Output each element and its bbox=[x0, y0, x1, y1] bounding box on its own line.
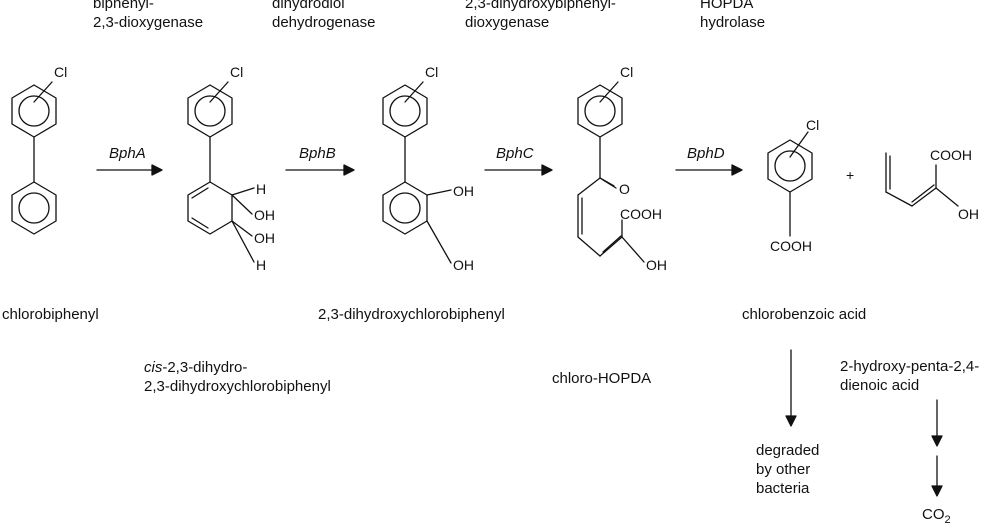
gene-bphb: BphB bbox=[299, 145, 336, 162]
fate-co2-text: CO bbox=[922, 506, 945, 523]
atom-oh-4: OH bbox=[646, 257, 667, 273]
compound-name-chlorobenzoic-acid: chlorobenzoic acid bbox=[742, 306, 867, 323]
atom-oh-3b: OH bbox=[453, 257, 474, 273]
compound-name-chlorobiphenyl: chlorobiphenyl bbox=[2, 306, 99, 323]
atom-cl-2: Cl bbox=[230, 64, 244, 80]
gene-bphd: BphD bbox=[687, 145, 725, 162]
reaction-arrows bbox=[96, 164, 743, 176]
compound-name-dihydrodiol: cis-2,3-dihydro- 2,3-dihydroxychlorobiph… bbox=[144, 358, 331, 396]
enzyme-1-line1: biphenyl- bbox=[93, 0, 154, 12]
fate-co2: CO2 bbox=[922, 505, 951, 530]
enzyme-1-line2: 2,3-dioxygenase bbox=[93, 14, 204, 31]
compound-name-dihydroxy: 2,3-dihydroxychlorobiphenyl bbox=[318, 306, 505, 323]
atom-cl-1: Cl bbox=[54, 64, 68, 80]
atom-h-2a: H bbox=[256, 181, 267, 197]
enzyme-3: 2,3-dihydroxybiphenyl- dioxygenase bbox=[465, 0, 616, 32]
enzyme-3-line1: 2,3-dihydroxybiphenyl- bbox=[465, 0, 616, 12]
compound-name-dihydrodiol-line1: -2,3-dihydro- bbox=[162, 359, 248, 376]
fate-degraded-line2: by other bbox=[756, 461, 811, 478]
atom-cooh-5: COOH bbox=[770, 238, 812, 254]
structure-dihydroxy bbox=[382, 81, 452, 264]
structure-dienoic-acid bbox=[885, 152, 959, 207]
compound-name-hopda: chloro-HOPDA bbox=[552, 370, 652, 387]
compound-name-dienoic-acid-line2: dienoic acid bbox=[840, 377, 920, 394]
atom-o-4: O bbox=[619, 181, 630, 197]
gene-bphc: BphC bbox=[496, 145, 534, 162]
compound-name-dihydrodiol-line2: 2,3-dihydroxychlorobiphenyl bbox=[144, 378, 331, 395]
enzyme-3-line2: dioxygenase bbox=[465, 14, 550, 31]
enzyme-4: HOPDA hydrolase bbox=[700, 0, 765, 32]
structure-chlorobenzoic-acid bbox=[767, 131, 813, 237]
atom-oh-2a: OH bbox=[254, 207, 275, 223]
atom-h-2b: H bbox=[256, 257, 267, 273]
fate-co2-subscript: 2 bbox=[944, 514, 951, 526]
fate-degraded: degraded by other bacteria bbox=[756, 441, 819, 498]
enzyme-1: biphenyl- 2,3-dioxygenase bbox=[93, 0, 203, 32]
fate-degraded-line1: degraded bbox=[756, 442, 820, 459]
gene-bpha: BphA bbox=[109, 145, 146, 162]
atom-oh-3a: OH bbox=[453, 183, 474, 199]
structure-dihydrodiol bbox=[187, 81, 255, 263]
enzyme-2-line2: dehydrogenase bbox=[272, 14, 376, 31]
compound-name-dienoic-acid: 2-hydroxy-penta-2,4- dienoic acid bbox=[840, 357, 979, 395]
atom-cl-5: Cl bbox=[806, 117, 820, 133]
atom-cl-3: Cl bbox=[425, 64, 439, 80]
enzyme-4-line2: hydrolase bbox=[700, 14, 766, 31]
enzyme-2-line1: dihydrodiol bbox=[272, 0, 345, 12]
atom-cooh-6: COOH bbox=[930, 147, 972, 163]
structure-chlorobiphenyl bbox=[11, 81, 57, 235]
fate-degraded-line3: bacteria bbox=[756, 480, 810, 497]
enzyme-2: dihydrodiol dehydrogenase bbox=[272, 0, 375, 32]
atom-oh-2b: OH bbox=[254, 230, 275, 246]
atom-cl-4: Cl bbox=[620, 64, 634, 80]
atom-cooh-4: COOH bbox=[620, 206, 662, 222]
downstream-arrows bbox=[785, 349, 943, 497]
plus-sign: + bbox=[846, 167, 855, 183]
compound-name-dihydrodiol-prefix: cis bbox=[144, 359, 163, 376]
atom-oh-6: OH bbox=[958, 206, 979, 222]
compound-name-dienoic-acid-line1: 2-hydroxy-penta-2,4- bbox=[840, 358, 980, 375]
enzyme-4-line1: HOPDA bbox=[700, 0, 754, 12]
structure-hopda bbox=[577, 81, 645, 263]
